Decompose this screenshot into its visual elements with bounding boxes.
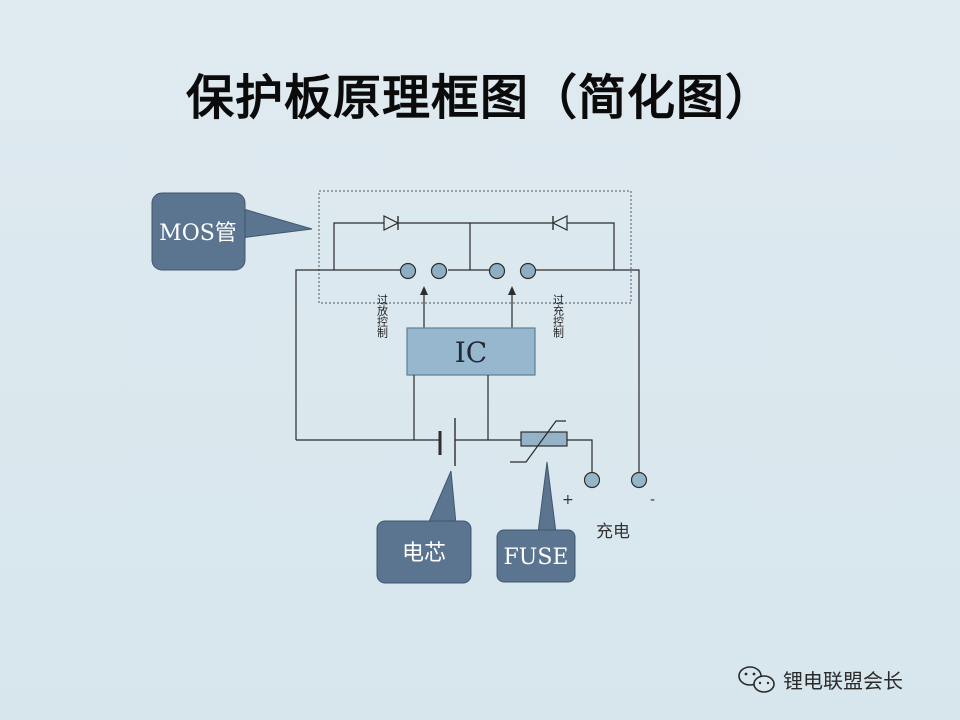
negative-terminal bbox=[630, 471, 648, 489]
mos-label: MOS管 bbox=[159, 221, 237, 246]
wire-fuse-to-plus bbox=[567, 439, 593, 472]
plus-sign: + bbox=[562, 492, 574, 508]
charge-label: 充电 bbox=[596, 522, 630, 542]
fuse-callout: FUSE bbox=[496, 461, 576, 583]
wire-right-diode-out bbox=[567, 222, 615, 270]
switch-contact-3 bbox=[488, 262, 506, 280]
fuse-callout-pointer bbox=[537, 461, 557, 534]
watermark-text: 锂电联盟会长 bbox=[783, 669, 903, 693]
over-charge-label: 过充控制 bbox=[552, 294, 565, 338]
arrow-discharge-icon bbox=[420, 286, 428, 295]
arrow-charge-icon bbox=[508, 286, 516, 295]
ic-label: IC bbox=[455, 336, 487, 369]
cell-label: 电芯 bbox=[402, 541, 446, 566]
cell-callout-box bbox=[376, 520, 472, 584]
cell-callout-pointer bbox=[427, 470, 457, 525]
mos-callout-box bbox=[151, 192, 246, 271]
mos-region bbox=[318, 190, 632, 304]
fuse-body bbox=[520, 431, 568, 447]
switch-contact-4 bbox=[519, 262, 537, 280]
slide-title: 保护板原理框图（简化图） bbox=[185, 70, 774, 126]
fuse-callout-box bbox=[496, 529, 576, 583]
fuse-ptc-slash bbox=[510, 420, 566, 463]
over-discharge-label: 过放控制 bbox=[376, 294, 389, 338]
minus-sign: - bbox=[650, 492, 655, 508]
diode-left-icon bbox=[383, 215, 400, 231]
wechat-icon bbox=[738, 666, 775, 693]
cell-callout: 电芯 bbox=[376, 470, 472, 584]
wire-left-diode-in bbox=[333, 222, 384, 270]
wire-right-rail bbox=[536, 269, 640, 478]
mos-callout-pointer bbox=[239, 207, 313, 239]
switch-contact-2 bbox=[430, 262, 448, 280]
wire-left-rail bbox=[295, 269, 400, 440]
mos-callout: MOS管 bbox=[151, 192, 313, 271]
ic-block bbox=[406, 327, 536, 376]
switch-contact-1 bbox=[399, 262, 417, 280]
watermark: 锂电联盟会长 bbox=[738, 666, 903, 693]
fuse-label: FUSE bbox=[504, 545, 569, 570]
diode-right-icon bbox=[551, 215, 568, 231]
positive-terminal bbox=[583, 471, 601, 489]
